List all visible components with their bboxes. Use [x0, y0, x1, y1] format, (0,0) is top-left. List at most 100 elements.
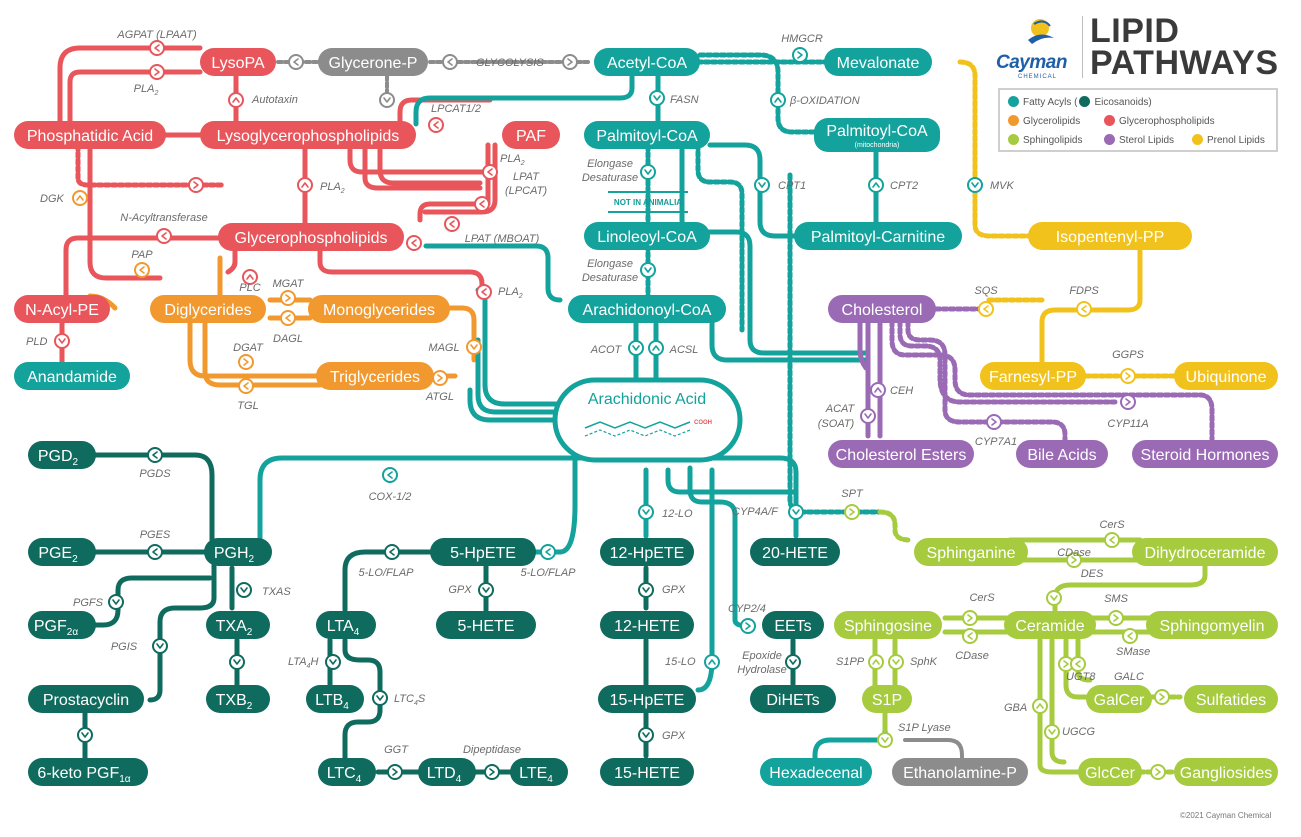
node-15-hpete[interactable]: 15-HpETE: [598, 685, 696, 713]
enzyme-marker-icon: [1070, 656, 1086, 672]
node-prostacyclin-label: Prostacyclin: [43, 692, 129, 709]
node-lta4[interactable]: LTA4: [316, 611, 376, 639]
node-5-hpete[interactable]: 5-HpETE: [430, 538, 536, 566]
enzyme-marker-icon: [382, 467, 398, 483]
enzyme-marker-icon: [147, 447, 163, 463]
node-linoleoyl-coa-label: Linoleoyl-CoA: [597, 229, 697, 246]
node-20-hete[interactable]: 20-HETE: [750, 538, 840, 566]
node-phosphatidic-acid[interactable]: Phosphatidic Acid: [14, 121, 166, 149]
node-palmitoyl-coa-mito[interactable]: Palmitoyl-CoA (mitochondria): [814, 118, 940, 152]
enzyme-marker-icon: [860, 408, 876, 424]
enzyme-marker-icon: [152, 638, 168, 654]
node-sphinganine[interactable]: Sphinganine: [914, 538, 1028, 566]
node-n-acyl-pe[interactable]: N-Acyl-PE: [14, 295, 110, 323]
cooh-label: COOH: [694, 420, 712, 426]
node-hexadecenal-label: Hexadecenal: [769, 765, 862, 782]
node-ubiquinone[interactable]: Ubiquinone: [1174, 362, 1278, 390]
node-ubiquinone-label: Ubiquinone: [1186, 369, 1267, 386]
enzyme-pla2-d: PLA2: [498, 286, 523, 300]
enzyme-pld: PLD: [26, 336, 47, 348]
node-txa2[interactable]: TXA2: [206, 611, 270, 639]
node-paf-label: PAF: [516, 128, 546, 145]
node-s1p[interactable]: S1P: [862, 685, 912, 713]
node-sulfatides[interactable]: Sulfatides: [1184, 685, 1278, 713]
node-steroid-hormones[interactable]: Steroid Hormones: [1132, 440, 1278, 468]
enzyme-marker-icon: [149, 40, 165, 56]
node-ltb4[interactable]: LTB4: [306, 685, 364, 713]
enzyme-cers-2: CerS: [969, 592, 995, 604]
node-ethanolamine-p[interactable]: Ethanolamine-P: [892, 758, 1028, 786]
node-diglycerides[interactable]: Diglycerides: [150, 295, 266, 323]
node-isopentenyl-pp[interactable]: Isopentenyl-PP: [1028, 222, 1192, 250]
node-sphingosine-label: Sphingosine: [844, 618, 932, 635]
node-dihets[interactable]: DiHETs: [750, 685, 836, 713]
node-sphingomyelin[interactable]: Sphingomyelin: [1146, 611, 1278, 639]
node-bile-acids-label: Bile Acids: [1027, 447, 1096, 464]
node-linoleoyl-coa[interactable]: Linoleoyl-CoA: [584, 222, 710, 250]
node-pgd2-label: PGD2: [38, 448, 79, 468]
node-mevalonate[interactable]: Mevalonate: [824, 48, 932, 76]
enzyme-sqs: SQS: [974, 285, 998, 297]
node-glycerone-p[interactable]: Glycerone-P: [318, 48, 428, 76]
node-txb2[interactable]: TXB2: [206, 685, 270, 713]
node-paf[interactable]: PAF: [502, 121, 560, 149]
node-glccer[interactable]: GlcCer: [1078, 758, 1142, 786]
enzyme-galc: GALC: [1114, 671, 1144, 683]
node-pgh2[interactable]: PGH2: [204, 538, 272, 566]
node-ltc4[interactable]: LTC4: [318, 758, 376, 786]
node-15-hete[interactable]: 15-HETE: [600, 758, 694, 786]
node-acetyl-coa[interactable]: Acetyl-CoA: [594, 48, 700, 76]
node-sphinganine-label: Sphinganine: [927, 545, 1016, 562]
node-anandamide[interactable]: Anandamide: [14, 362, 130, 390]
node-ceramide[interactable]: Ceramide: [1004, 611, 1096, 639]
enzyme-soat: (SOAT): [818, 418, 855, 430]
node-hexadecenal[interactable]: Hexadecenal: [760, 758, 872, 786]
node-6-keto-pgf[interactable]: 6-keto PGF1α: [28, 758, 148, 786]
node-ceramide-label: Ceramide: [1015, 618, 1084, 635]
node-triglycerides[interactable]: Triglycerides: [316, 362, 434, 390]
node-cholesterol[interactable]: Cholesterol: [828, 295, 936, 323]
node-arachidonic-acid[interactable]: Arachidonic Acid COOH: [552, 377, 743, 463]
node-eets[interactable]: EETs: [762, 611, 824, 639]
node-sphingosine[interactable]: Sphingosine: [834, 611, 942, 639]
node-dihydroceramide[interactable]: Dihydroceramide: [1132, 538, 1278, 566]
node-lte4[interactable]: LTE4: [510, 758, 568, 786]
node-palmitoyl-coa[interactable]: Palmitoyl-CoA: [584, 121, 710, 149]
enzyme-n-acyltransferase: N-Acyltransferase: [120, 212, 207, 224]
node-arachidonoyl-coa[interactable]: Arachidonoyl-CoA: [568, 295, 726, 323]
enzyme-marker-icon: [1066, 552, 1082, 568]
node-lysopa[interactable]: LysoPA: [200, 48, 276, 76]
node-5-hete[interactable]: 5-HETE: [436, 611, 536, 639]
enzyme-marker-icon: [785, 654, 801, 670]
enzyme-marker-icon: [387, 764, 403, 780]
enzyme-labels: AGPAT (LPAAT) PLA2 Autotaxin GLYCOLYSIS …: [26, 29, 1150, 756]
node-12-hete[interactable]: 12-HETE: [600, 611, 694, 639]
node-cholesterol-esters[interactable]: Cholesterol Esters: [828, 440, 974, 468]
node-monoglycerides[interactable]: Monoglycerides: [308, 295, 450, 323]
node-15-hete-label: 15-HETE: [614, 765, 680, 782]
node-pgf2a-label: PGF2α: [34, 618, 78, 638]
node-12-hpete[interactable]: 12-HpETE: [600, 538, 694, 566]
node-pgf2a[interactable]: PGF2α: [28, 611, 96, 639]
node-farnesyl-pp[interactable]: Farnesyl-PP: [980, 362, 1086, 390]
node-gangliosides[interactable]: Gangliosides: [1174, 758, 1278, 786]
node-pgd2[interactable]: PGD2: [28, 441, 96, 469]
enzyme-marker-icon: [280, 310, 296, 326]
node-palmitoyl-carnitine[interactable]: Palmitoyl-Carnitine: [794, 222, 962, 250]
node-pge2[interactable]: PGE2: [28, 538, 96, 566]
node-galcer[interactable]: GalCer: [1086, 685, 1152, 713]
enzyme-marker-icon: [54, 333, 70, 349]
enzyme-marker-icon: [640, 164, 656, 180]
node-prostacyclin[interactable]: Prostacyclin: [28, 685, 144, 713]
enzyme-marker-icon: [1154, 689, 1170, 705]
enzyme-marker-icon: [1044, 724, 1060, 740]
enzyme-lpcat: (LPCAT): [505, 185, 547, 197]
node-ltd4[interactable]: LTD4: [418, 758, 476, 786]
enzyme-marker-icon: [1104, 532, 1120, 548]
node-steroid-hormones-label: Steroid Hormones: [1141, 447, 1270, 464]
enzyme-lta4h: LTA4H: [288, 656, 318, 670]
node-glycerophospholipids[interactable]: Glycerophospholipids: [218, 223, 404, 251]
node-lta4-label: LTA4: [327, 618, 360, 638]
node-lysoglycerophospholipids[interactable]: Lysoglycerophospholipids: [200, 121, 416, 149]
node-bile-acids[interactable]: Bile Acids: [1016, 440, 1108, 468]
